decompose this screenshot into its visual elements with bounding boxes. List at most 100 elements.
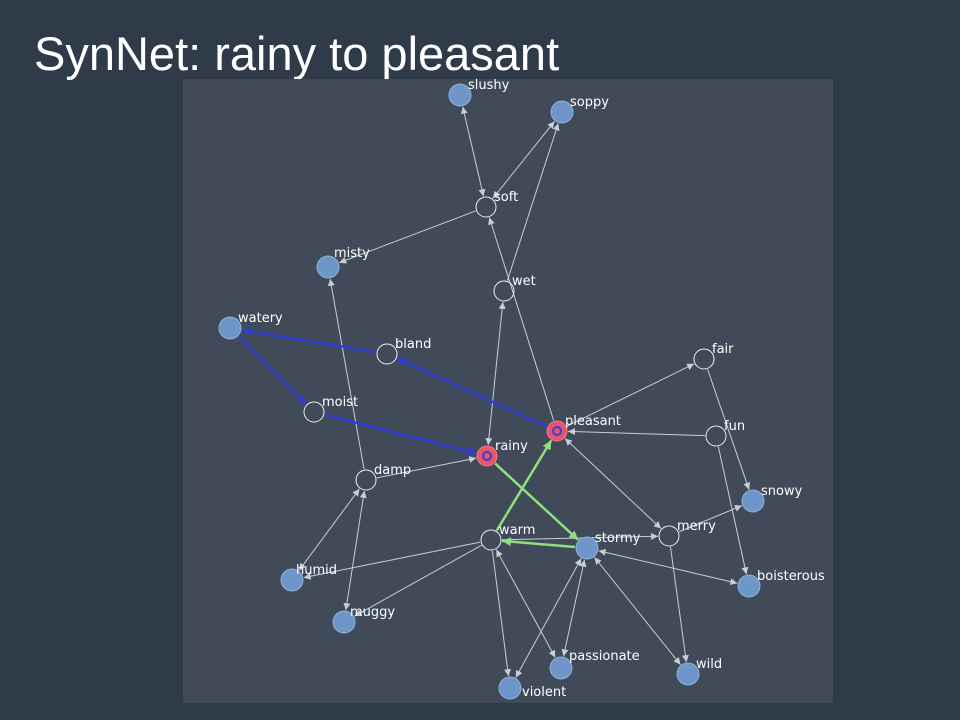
edge-stormy-passionate xyxy=(561,559,587,657)
node-label-merry: merry xyxy=(677,519,716,534)
node-circle-muggy[interactable] xyxy=(332,610,356,634)
node-circle-pleasant[interactable] xyxy=(546,420,568,442)
node-label-violent: violent xyxy=(522,685,566,700)
node-soppy[interactable]: soppy xyxy=(550,95,609,124)
edge-soft-soppy xyxy=(492,121,555,199)
edge-watery-moist xyxy=(237,335,308,406)
node-label-stormy: stormy xyxy=(595,531,641,546)
edge-stormy-boisterous xyxy=(598,548,738,586)
edge-warm-muggy xyxy=(354,544,482,617)
node-moist[interactable]: moist xyxy=(303,395,358,423)
node-label-watery: watery xyxy=(238,311,283,326)
edge-damp-humid xyxy=(298,488,360,571)
edge-merry-snowy xyxy=(678,505,743,533)
node-label-bland: bland xyxy=(395,337,431,352)
node-label-misty: misty xyxy=(334,246,370,261)
edge-pleasant-fair xyxy=(566,363,695,427)
edge-damp-misty xyxy=(327,278,365,470)
node-circle-humid[interactable] xyxy=(280,568,304,592)
node-label-snowy: snowy xyxy=(761,484,803,499)
edge-stormy-warm xyxy=(501,537,576,549)
node-label-humid: humid xyxy=(296,563,337,578)
node-circle-fair[interactable] xyxy=(693,348,715,370)
node-slushy[interactable]: slushy xyxy=(448,79,510,107)
edge-warm-humid xyxy=(303,541,481,580)
node-circle-soft[interactable] xyxy=(475,196,497,218)
node-marker-pleasant xyxy=(552,426,562,436)
node-label-pleasant: pleasant xyxy=(565,414,621,429)
edge-stormy-violent xyxy=(515,558,582,678)
node-circle-passionate[interactable] xyxy=(549,656,573,680)
node-pleasant[interactable]: pleasant xyxy=(546,414,621,442)
edge-damp-rainy xyxy=(376,456,477,479)
edges-layer xyxy=(237,106,751,678)
synonym-network-graph[interactable]: slushy soppy soft misty wet watery bland fair mo… xyxy=(183,79,833,703)
node-rainy[interactable]: rainy xyxy=(476,439,528,467)
node-circle-rainy[interactable] xyxy=(476,445,498,467)
edge-damp-muggy xyxy=(343,490,367,611)
node-label-fun: fun xyxy=(724,419,745,434)
graph-panel: slushy soppy soft misty wet watery bland fair mo… xyxy=(183,79,833,703)
nodes-layer: slushy soppy soft misty wet watery bland fair mo… xyxy=(218,79,825,700)
node-fair[interactable]: fair xyxy=(693,342,734,370)
node-marker-rainy xyxy=(482,451,492,461)
edge-merry-wild xyxy=(670,546,689,663)
edge-moist-rainy xyxy=(324,413,477,456)
edge-pleasant-merry xyxy=(564,438,662,529)
node-label-soft: soft xyxy=(494,190,518,205)
node-circle-snowy[interactable] xyxy=(741,489,765,513)
node-stormy[interactable]: stormy xyxy=(575,531,641,560)
node-label-passionate: passionate xyxy=(569,649,640,664)
node-label-slushy: slushy xyxy=(468,79,510,93)
node-circle-violent[interactable] xyxy=(498,676,522,700)
node-circle-moist[interactable] xyxy=(303,401,325,423)
node-circle-fun[interactable] xyxy=(705,425,727,447)
edge-stormy-wild xyxy=(594,557,681,665)
edge-soft-misty xyxy=(339,210,476,264)
node-label-rainy: rainy xyxy=(495,439,528,454)
node-label-damp: damp xyxy=(374,463,411,478)
node-warm[interactable]: warm xyxy=(480,523,535,551)
node-circle-misty[interactable] xyxy=(316,255,340,279)
node-circle-stormy[interactable] xyxy=(575,536,599,560)
node-circle-slushy[interactable] xyxy=(448,83,472,107)
node-label-warm: warm xyxy=(499,523,535,538)
node-fun[interactable]: fun xyxy=(705,419,745,447)
node-circle-wild[interactable] xyxy=(676,662,700,686)
node-boisterous[interactable]: boisterous xyxy=(737,569,825,598)
node-merry[interactable]: merry xyxy=(658,519,716,547)
node-watery[interactable]: watery xyxy=(218,311,283,340)
node-wet[interactable]: wet xyxy=(493,274,536,302)
edge-warm-passionate xyxy=(495,549,556,658)
node-label-boisterous: boisterous xyxy=(757,569,825,584)
node-label-wet: wet xyxy=(512,274,536,289)
edge-fair-snowy xyxy=(707,369,751,490)
node-circle-bland[interactable] xyxy=(376,343,398,365)
node-passionate[interactable]: passionate xyxy=(549,649,640,680)
edge-bland-watery xyxy=(241,326,377,354)
node-circle-boisterous[interactable] xyxy=(737,574,761,598)
node-humid[interactable]: humid xyxy=(280,563,337,592)
node-bland[interactable]: bland xyxy=(376,337,431,365)
node-circle-watery[interactable] xyxy=(218,316,242,340)
edge-warm-violent xyxy=(491,550,512,677)
node-label-soppy: soppy xyxy=(570,95,609,110)
node-label-moist: moist xyxy=(322,395,358,410)
edge-rainy-wet xyxy=(485,301,506,446)
edge-rainy-stormy xyxy=(494,462,580,541)
node-circle-warm[interactable] xyxy=(480,529,502,551)
node-wild[interactable]: wild xyxy=(676,657,722,686)
node-soft[interactable]: soft xyxy=(475,190,518,218)
node-circle-merry[interactable] xyxy=(658,525,680,547)
node-circle-wet[interactable] xyxy=(493,280,515,302)
node-damp[interactable]: damp xyxy=(355,463,411,491)
node-circle-soppy[interactable] xyxy=(550,100,574,124)
node-muggy[interactable]: muggy xyxy=(332,605,395,634)
node-misty[interactable]: misty xyxy=(316,246,370,279)
node-circle-damp[interactable] xyxy=(355,469,377,491)
edge-wet-soppy xyxy=(506,123,560,281)
node-violent[interactable]: violent xyxy=(498,676,566,700)
node-label-fair: fair xyxy=(712,342,734,357)
edge-warm-pleasant xyxy=(495,439,553,532)
node-snowy[interactable]: snowy xyxy=(741,484,803,513)
